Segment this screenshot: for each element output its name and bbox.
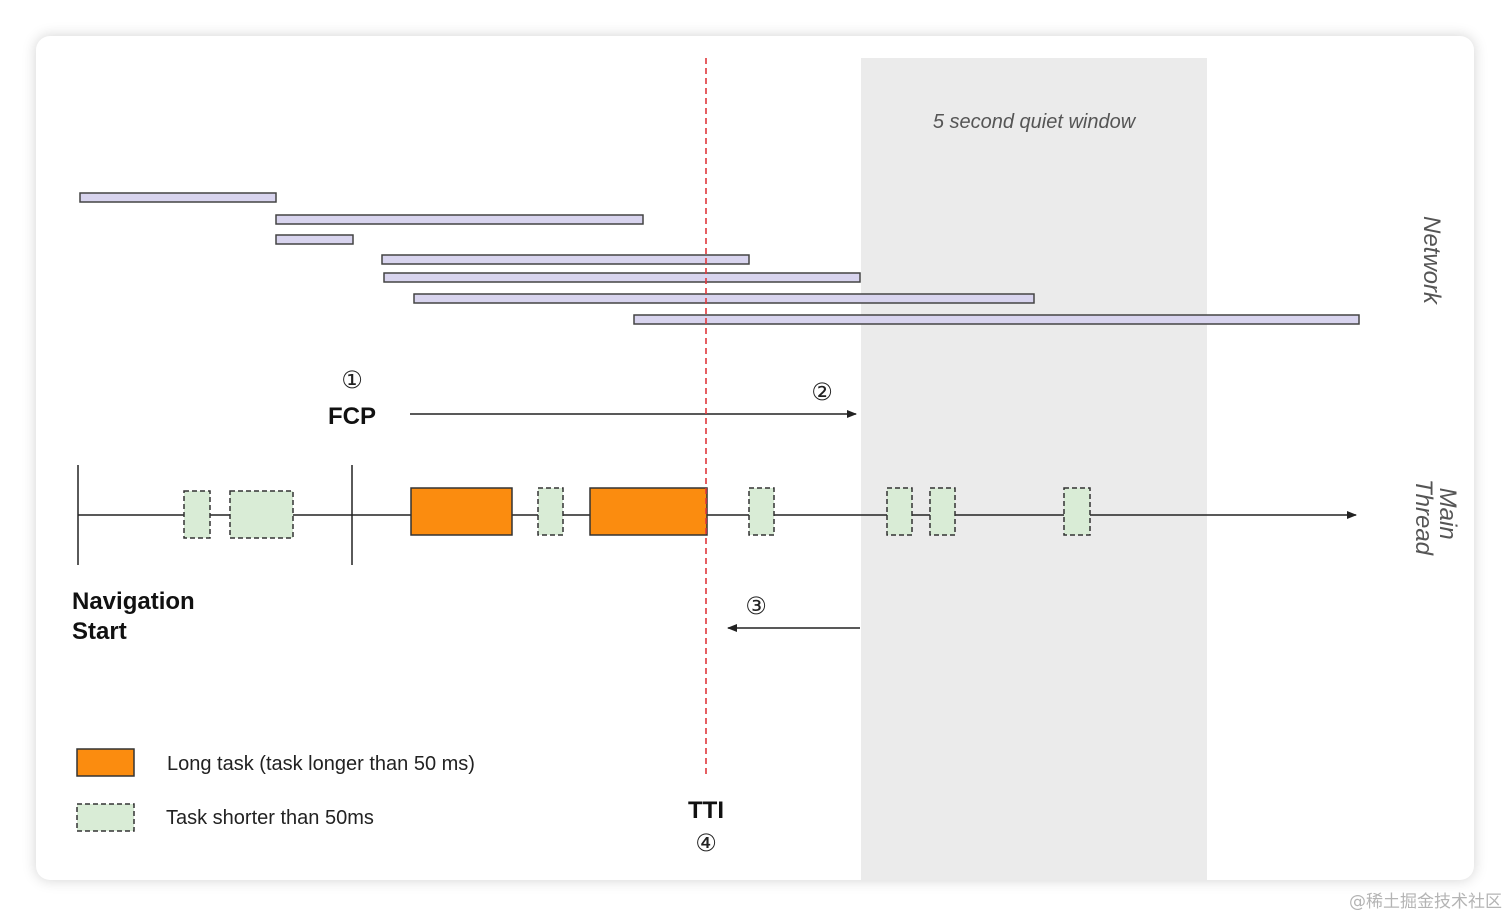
legend-short-task-swatch (76, 803, 135, 832)
short-task (886, 487, 913, 536)
network-request (633, 314, 1360, 325)
network-request (275, 214, 644, 225)
tti-label: TTI (688, 797, 724, 824)
short-task (748, 487, 775, 536)
navigation-start-label-line: Start (72, 618, 127, 645)
network-request (79, 192, 277, 203)
network-request (413, 293, 1035, 304)
legend-long-task-swatch (76, 748, 135, 777)
short-task (229, 490, 294, 539)
navigation-start-label: Navigation Start (72, 588, 201, 645)
short-task (183, 490, 211, 539)
step2-number: ② (811, 378, 833, 406)
network-request (381, 254, 750, 265)
legend-long-task-label: Long task (task longer than 50 ms) (167, 753, 475, 775)
step3-number: ③ (745, 592, 767, 620)
short-task (1063, 487, 1091, 536)
legend-short-task-label: Task shorter than 50ms (166, 807, 374, 829)
main-thread-lane-label: Main Thread (1410, 479, 1461, 556)
diagram-card (36, 36, 1474, 880)
tti-number: ④ (695, 829, 717, 857)
navigation-start-label-line: Navigation (72, 588, 195, 615)
short-task (929, 487, 956, 536)
fcp-label: FCP (328, 403, 376, 430)
short-task (537, 487, 564, 536)
network-request (275, 234, 354, 245)
quiet-window-label: 5 second quiet window (933, 111, 1137, 133)
main-thread-label-line: Thread (1410, 479, 1437, 556)
network-requests (79, 192, 1360, 325)
network-lane-label: Network (1418, 216, 1445, 306)
main-thread-label-line: Main (1434, 488, 1461, 540)
network-request (383, 272, 861, 283)
long-task (589, 487, 708, 536)
legend: Long task (task longer than 50 ms) Task … (76, 748, 475, 832)
fcp-number: ① (341, 366, 363, 394)
main-thread-tasks (183, 487, 1091, 539)
quiet-window-region (861, 58, 1207, 880)
long-task (410, 487, 513, 536)
watermark: @稀土掘金技术社区 (1349, 892, 1502, 912)
